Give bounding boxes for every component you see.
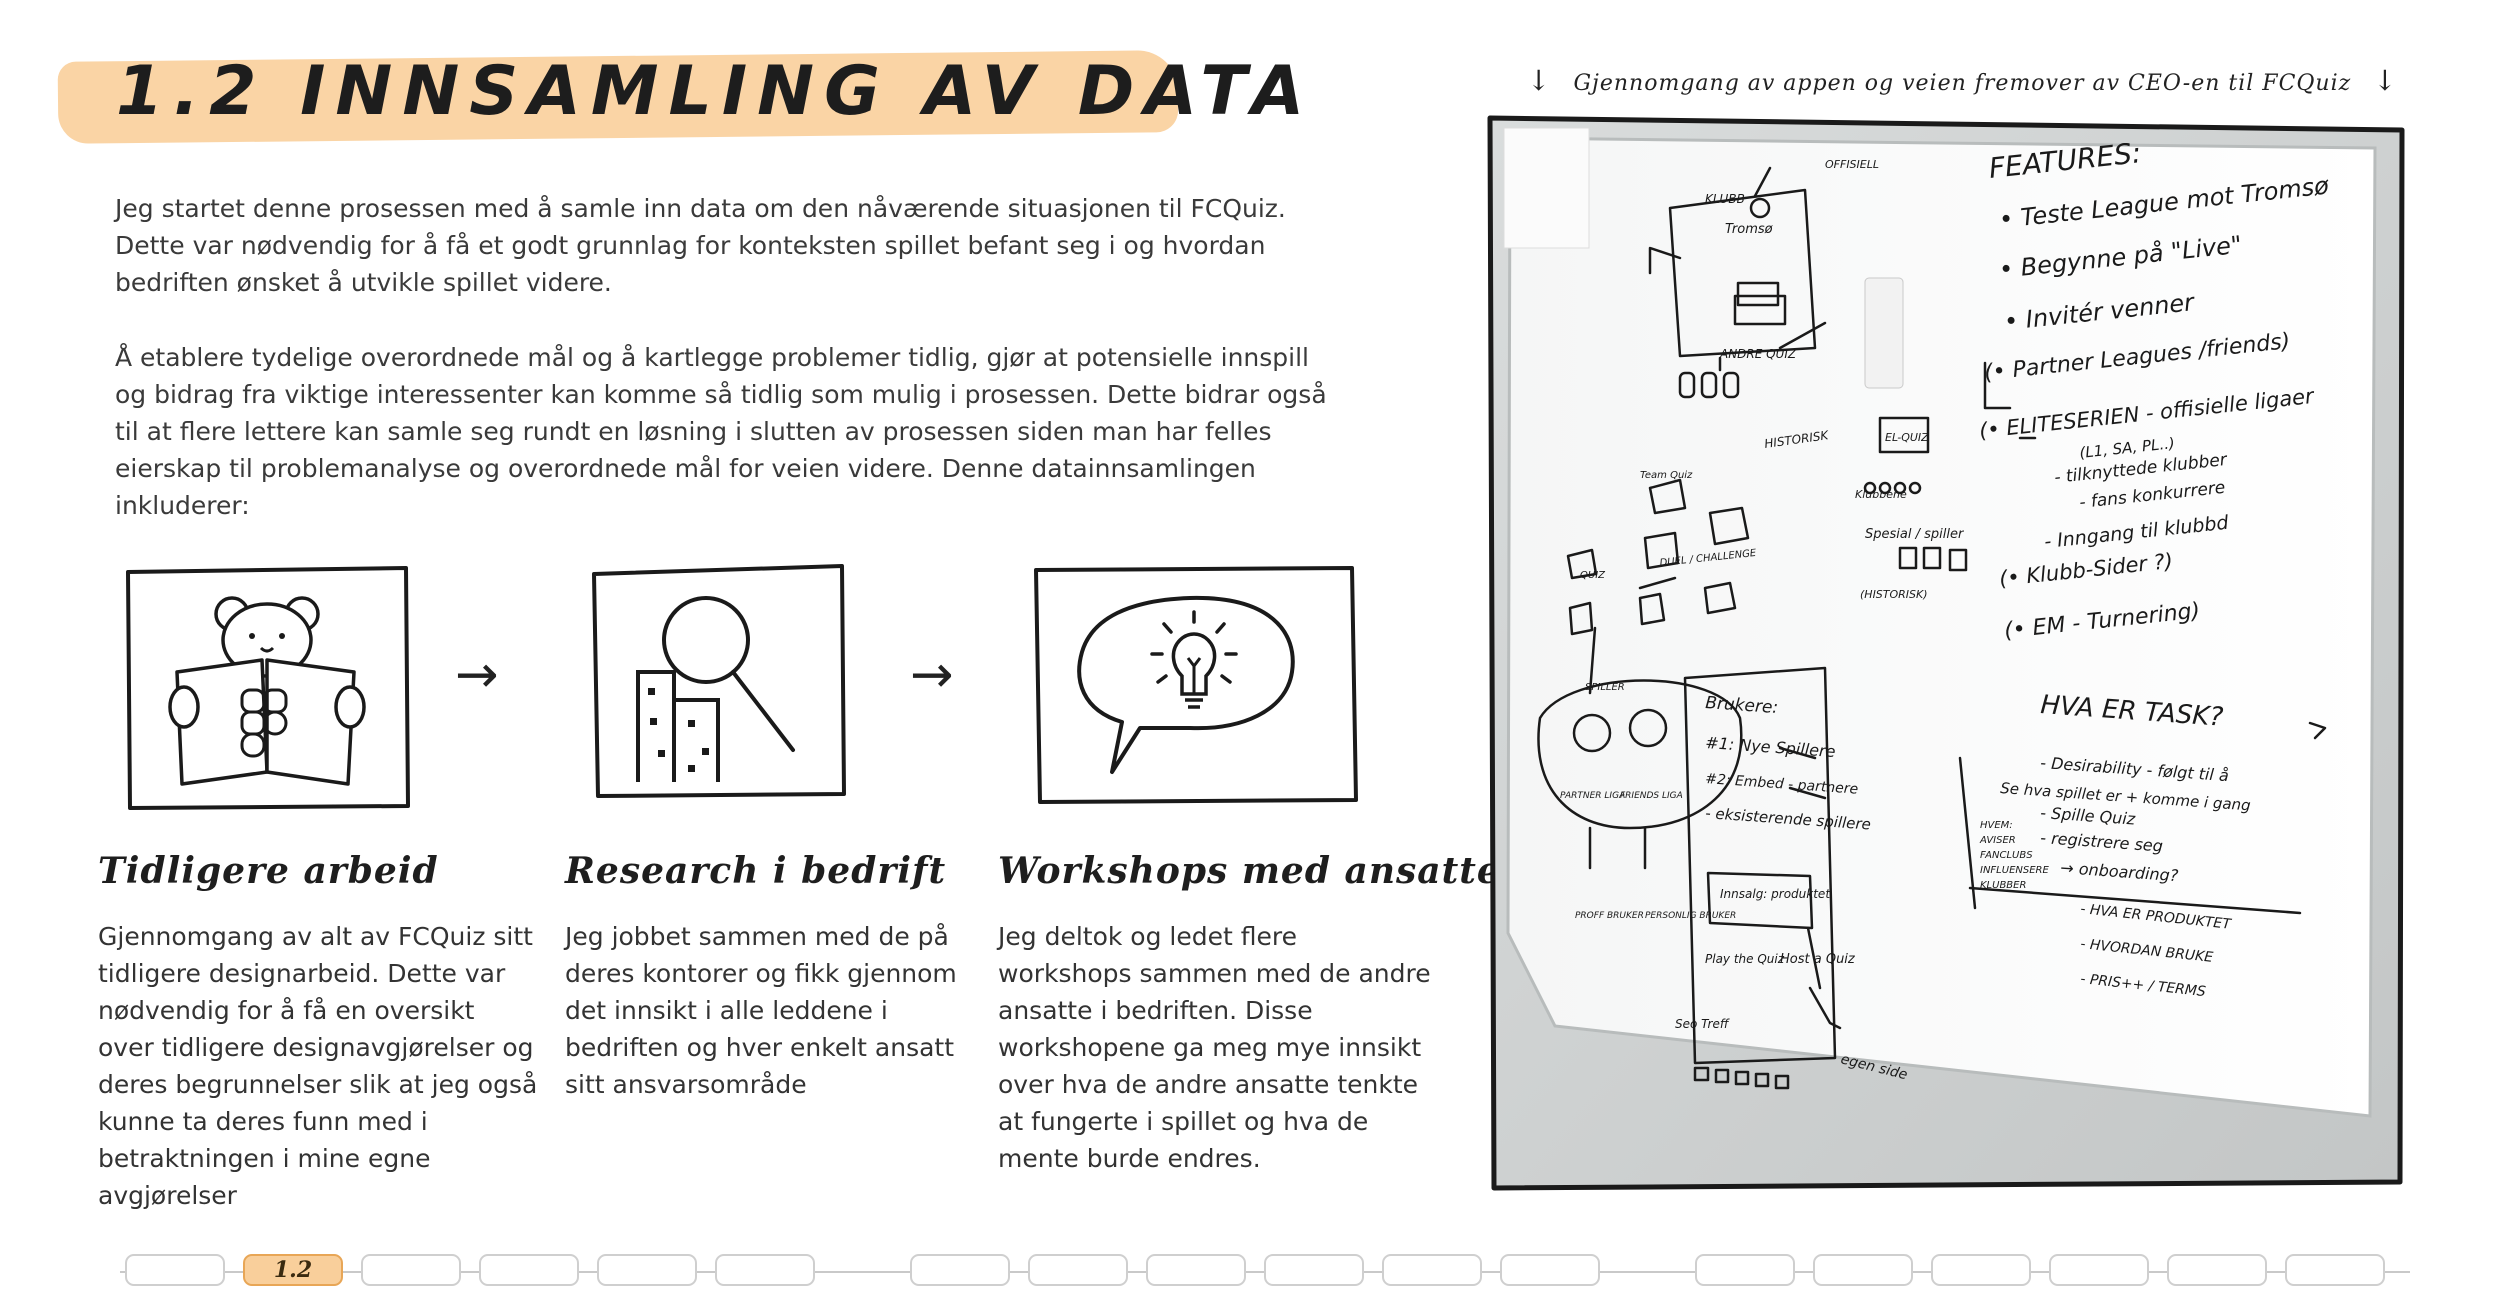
wb-label: FRIENDS LIGA <box>1620 791 1683 801</box>
intro-paragraph-1: Jeg startet denne prosessen med å samle … <box>115 194 1286 297</box>
wb-label: PROFF BRUKER <box>1575 911 1644 921</box>
wb-partner: KLUBBER <box>1980 880 2026 891</box>
wb-label: EL-QUIZ <box>1885 431 1929 444</box>
whiteboard-image: FEATURES: • Teste League mot Tromsø • Be… <box>1487 115 2405 1191</box>
nav-pill[interactable] <box>361 1254 461 1286</box>
bear-reading-icon <box>126 566 410 810</box>
nav-pill[interactable] <box>2285 1254 2385 1286</box>
wb-label: Innsalg: produktet <box>1720 887 1831 901</box>
column-text-workshops: Jeg deltok og ledet flere workshops samm… <box>998 922 1431 1173</box>
photo-caption-text: Gjennomgang av appen og veien fremover a… <box>1573 71 2352 96</box>
wb-label: (HISTORISK) <box>1860 588 1928 601</box>
nav-pill[interactable] <box>1695 1254 1795 1286</box>
intro-paragraph-2: Å etablere tydelige overordnede mål og å… <box>115 343 1327 520</box>
nav-pill[interactable] <box>2167 1254 2267 1286</box>
nav-pill[interactable] <box>2049 1254 2149 1286</box>
column-text-tidligere-arbeid: Gjennomgang av alt av FCQuiz sitt tidlig… <box>98 922 538 1210</box>
nav-pill-active[interactable]: 1.2 <box>243 1254 343 1286</box>
wb-label: OFFISIELL <box>1825 158 1879 171</box>
nav-pill[interactable] <box>910 1254 1010 1286</box>
wb-label: Host a Quiz <box>1780 952 1856 967</box>
bear-reading-card <box>122 562 412 812</box>
section-navigation: 1.2 <box>120 1252 2420 1292</box>
wb-partner: INFLUENSERE <box>1980 865 2049 876</box>
wb-label: Seo Treff <box>1675 1017 1730 1031</box>
column-title-tidligere-arbeid: Tidligere arbeid <box>98 850 439 892</box>
wb-partner: AVISER <box>1979 835 2016 846</box>
nav-pill[interactable] <box>1146 1254 1246 1286</box>
nav-pill[interactable] <box>479 1254 579 1286</box>
whiteboard-photo: FEATURES: • Teste League mot Tromsø • Be… <box>1480 108 2415 1202</box>
nav-pill[interactable] <box>597 1254 697 1286</box>
column-title-research: Research i bedrift <box>565 850 947 892</box>
wb-label: Klubbene <box>1855 488 1907 501</box>
wb-label: Play the Quiz <box>1705 952 1785 966</box>
lightbulb-speech-icon <box>1034 566 1358 804</box>
magnifier-building-card <box>588 560 848 800</box>
wb-partner: FANCLUBS <box>1980 850 2033 861</box>
page-title-block: 1.2 INNSAMLING AV DATA <box>57 48 1304 144</box>
column-text-research: Jeg jobbet sammen med de på deres kontor… <box>565 922 957 1099</box>
nav-pill[interactable] <box>1813 1254 1913 1286</box>
wb-partner: HVEM: <box>1980 820 2013 831</box>
nav-pill[interactable] <box>1382 1254 1482 1286</box>
nav-pill[interactable] <box>125 1254 225 1286</box>
arrow-down-icon: ↓ <box>2373 64 2398 97</box>
wb-label: Tromsø <box>1725 222 1774 237</box>
nav-pill[interactable] <box>1028 1254 1128 1286</box>
nav-pill[interactable] <box>1931 1254 2031 1286</box>
page-title: 1.2 INNSAMLING AV DATA <box>116 52 1315 131</box>
arrow-right-icon: → <box>455 645 499 705</box>
lightbulb-speech-card <box>1030 562 1360 806</box>
nav-pill[interactable] <box>715 1254 815 1286</box>
wb-label: SPILLER <box>1585 682 1625 693</box>
nav-pill[interactable] <box>1500 1254 1600 1286</box>
wb-label: Spesial / spiller <box>1865 527 1965 542</box>
column-title-workshops: Workshops med ansatte <box>998 850 1501 892</box>
magnifier-building-icon <box>592 564 846 798</box>
arrow-down-icon: ↓ <box>1527 64 1552 97</box>
wb-label: Team Quiz <box>1640 470 1693 481</box>
photo-caption: ↓ Gjennomgang av appen og veien fremover … <box>1505 64 2420 97</box>
nav-pill[interactable] <box>1264 1254 1364 1286</box>
wb-label: PARTNER LIGA <box>1560 791 1625 801</box>
arrow-right-icon: → <box>910 645 954 705</box>
intro-text: Jeg startet denne prosessen med å samle … <box>115 190 1335 562</box>
